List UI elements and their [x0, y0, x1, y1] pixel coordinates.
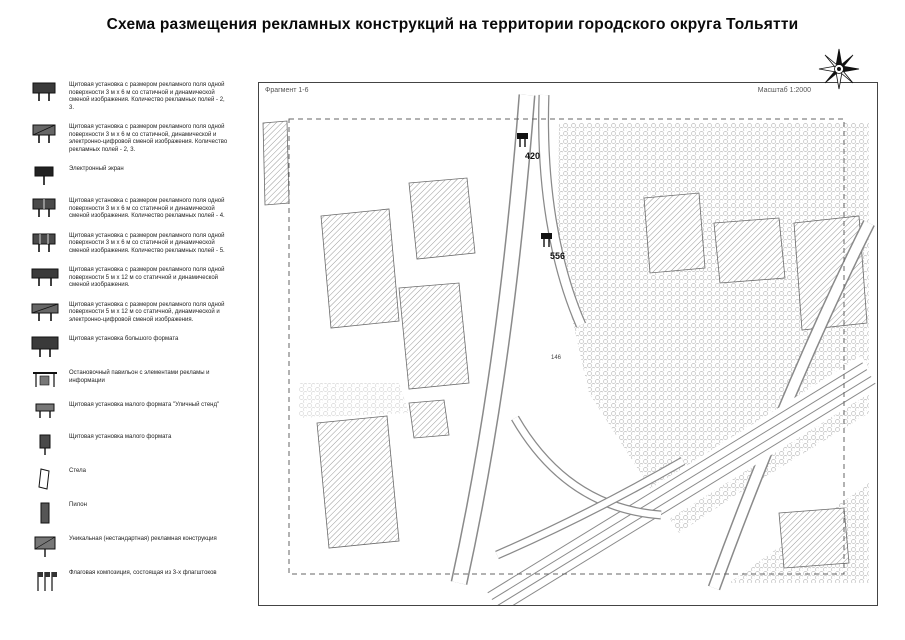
buildings: [262, 120, 868, 569]
legend-item-label: Щитовая установка с размером рекламного …: [69, 267, 225, 288]
legend-item-label: Щитовая установка с размером рекламного …: [69, 82, 225, 111]
legend-item: Остановочный павильон с элементами рекла…: [30, 370, 252, 390]
legend-item-label: Щитовая установка малого формата "Уличны…: [69, 402, 220, 408]
legend-item: Уникальная (нестандартная) рекламная кон…: [30, 536, 252, 558]
legend-item: Стела: [30, 468, 252, 490]
building: [793, 215, 868, 331]
legend-item: Щитовая установка малого формата: [30, 434, 252, 456]
legend-item-label: Стела: [69, 468, 86, 474]
building: [408, 399, 450, 439]
legend-item-label: Остановочный павильон с элементами рекла…: [69, 370, 210, 384]
legend-item: Щитовая установка с размером рекламного …: [30, 267, 252, 290]
billboard-2-3-static-icon: [30, 82, 60, 102]
legend-item-label: Флаговая композиция, состоящая из 3-х фл…: [69, 570, 217, 576]
legend-item: Щитовая установка с размером рекламного …: [30, 302, 252, 325]
legend-item: Щитовая установка малого формата "Уличны…: [30, 402, 252, 422]
legend-item-label: Щитовая установка большого формата: [69, 336, 179, 342]
building: [778, 507, 850, 569]
compass-icon: [818, 48, 860, 90]
legend-item: Щитовая установка с размером рекламного …: [30, 233, 252, 256]
scale-label: Масштаб 1:2000: [757, 87, 811, 94]
billboard-5-icon: [30, 233, 60, 253]
roads: [450, 94, 877, 605]
legend-item: Щитовая установка с размером рекламного …: [30, 82, 252, 112]
legend-item: Флаговая композиция, состоящая из 3-х фл…: [30, 570, 252, 592]
legend-item: Электронный экран: [30, 166, 252, 186]
marker-556-label: 556: [550, 251, 565, 261]
legend-item: Щитовая установка с размером рекламного …: [30, 124, 252, 154]
marker-556: 556: [541, 233, 565, 261]
map: 420 556 146: [262, 94, 877, 605]
legend-item-label: Щитовая установка с размером рекламного …: [69, 198, 225, 219]
legend-item-label: Электронный экран: [69, 166, 124, 172]
billboard-4-icon: [30, 198, 60, 218]
legend-item: Щитовая установка большого формата: [30, 336, 252, 358]
unique-construction-icon: [30, 536, 60, 558]
marker-420-label: 420: [525, 151, 540, 161]
map-minor-label: 146: [551, 355, 562, 361]
legend-item-label: Щитовая установка с размером рекламного …: [69, 301, 225, 323]
pylon-icon: [30, 502, 60, 524]
page-title: Схема размещения рекламных конструкций н…: [106, 16, 799, 33]
legend-item: Щитовая установка с размером рекламного …: [30, 198, 252, 221]
legend-item-label: Щитовая установка с размером рекламного …: [69, 232, 225, 254]
stela-icon: [30, 468, 60, 490]
legend-item: Пилон: [30, 502, 252, 524]
large-format-billboard-icon: [30, 336, 60, 358]
billboard-5x12-static-icon: [30, 267, 60, 287]
building: [408, 177, 476, 260]
map-inner-frame: [288, 118, 845, 575]
building: [398, 282, 470, 390]
flag-composition-icon: [30, 570, 60, 592]
legend: Щитовая установка с размером рекламного …: [30, 82, 252, 604]
billboard-2-3-digital-icon: [30, 124, 60, 144]
bus-shelter-icon: [30, 370, 60, 390]
legend-item-label: Уникальная (нестандартная) рекламная кон…: [69, 536, 217, 542]
electronic-screen-icon: [30, 166, 60, 186]
legend-item-label: Пилон: [69, 502, 87, 508]
small-format-icon: [30, 434, 60, 456]
marker-420: 420: [517, 133, 540, 161]
legend-item-label: Щитовая установка с размером рекламного …: [69, 124, 228, 153]
billboard-5x12-digital-icon: [30, 302, 60, 322]
legend-item-label: Щитовая установка малого формата: [69, 434, 172, 440]
building: [316, 415, 400, 549]
building: [713, 217, 786, 284]
building: [643, 192, 706, 274]
fragment-label: Фрагмент 1-6: [265, 87, 309, 94]
street-stand-icon: [30, 402, 60, 422]
map-frame: Фрагмент 1-6 Масштаб 1:2000: [258, 82, 878, 606]
building: [320, 208, 400, 329]
building: [262, 120, 290, 206]
